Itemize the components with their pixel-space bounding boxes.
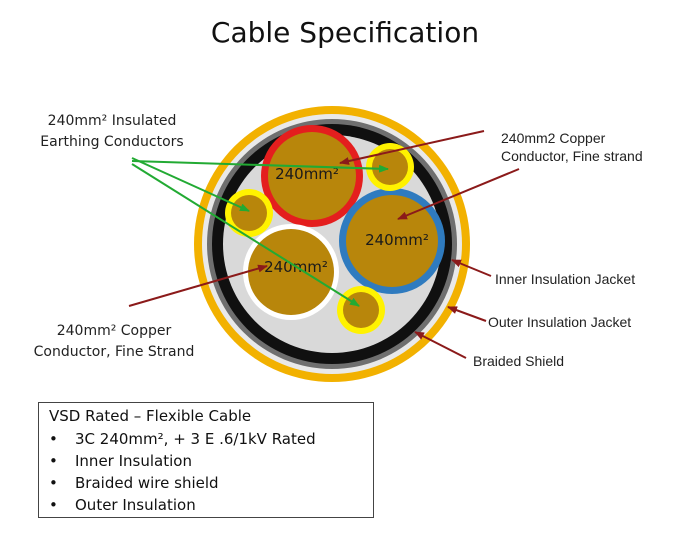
earthing-arrows bbox=[131, 157, 389, 307]
braided-shield-label: Braided Shield bbox=[473, 353, 564, 369]
blue-copper-conductor bbox=[346, 195, 438, 287]
inner-jacket-arrow bbox=[451, 259, 492, 277]
copper-top-label-line2: Conductor, Fine strand bbox=[501, 148, 643, 164]
red-conductor-size: 240mm² bbox=[275, 165, 339, 183]
blue-conductor-size: 240mm² bbox=[365, 231, 429, 249]
copper-bottom-label-line2: Conductor, Fine Strand bbox=[34, 344, 195, 360]
earthing-arrow-left bbox=[131, 157, 250, 212]
spec-list: 3C 240mm², + 3 E .6/1kV Rated Inner Insu… bbox=[49, 428, 363, 516]
copper-top-arrow-1 bbox=[339, 130, 485, 165]
earth-conductor-bottom bbox=[343, 292, 379, 328]
pointer-arrows bbox=[128, 130, 520, 359]
cable-cross-section: 240mm² 240mm² 240mm² bbox=[194, 106, 470, 382]
spec-item: Braided wire shield bbox=[49, 472, 363, 494]
copper-bottom-label-line1: 240mm² Copper bbox=[57, 323, 172, 339]
inner-jacket-label: Inner Insulation Jacket bbox=[495, 271, 635, 287]
spec-item: Outer Insulation bbox=[49, 494, 363, 516]
earthing-label-line2: Earthing Conductors bbox=[40, 134, 183, 150]
page-title: Cable Specification bbox=[210, 16, 480, 49]
spec-item: Inner Insulation bbox=[49, 450, 363, 472]
copper-top-label-line1: 240mm2 Copper bbox=[501, 130, 606, 146]
copper-bottom-arrow bbox=[128, 264, 268, 307]
earth-conductor-left bbox=[231, 195, 267, 231]
outer-jacket-arrow bbox=[447, 306, 487, 322]
spec-item: 3C 240mm², + 3 E .6/1kV Rated bbox=[49, 428, 363, 450]
spec-box: VSD Rated – Flexible Cable 3C 240mm², + … bbox=[38, 402, 374, 518]
earthing-arrow-top bbox=[131, 160, 389, 173]
outer-jacket-label: Outer Insulation Jacket bbox=[488, 314, 631, 330]
copper-top-arrow-2 bbox=[397, 168, 520, 220]
labels: 240mm² Insulated Earthing Conductors 240… bbox=[34, 113, 643, 369]
braided-shield-arrow bbox=[414, 331, 467, 359]
earthing-arrow-bottom bbox=[131, 163, 360, 307]
earth-conductor-top bbox=[372, 149, 408, 185]
red-copper-conductor bbox=[268, 132, 356, 220]
spec-heading: VSD Rated – Flexible Cable bbox=[49, 407, 252, 425]
earthing-label-line1: 240mm² Insulated bbox=[48, 113, 177, 129]
